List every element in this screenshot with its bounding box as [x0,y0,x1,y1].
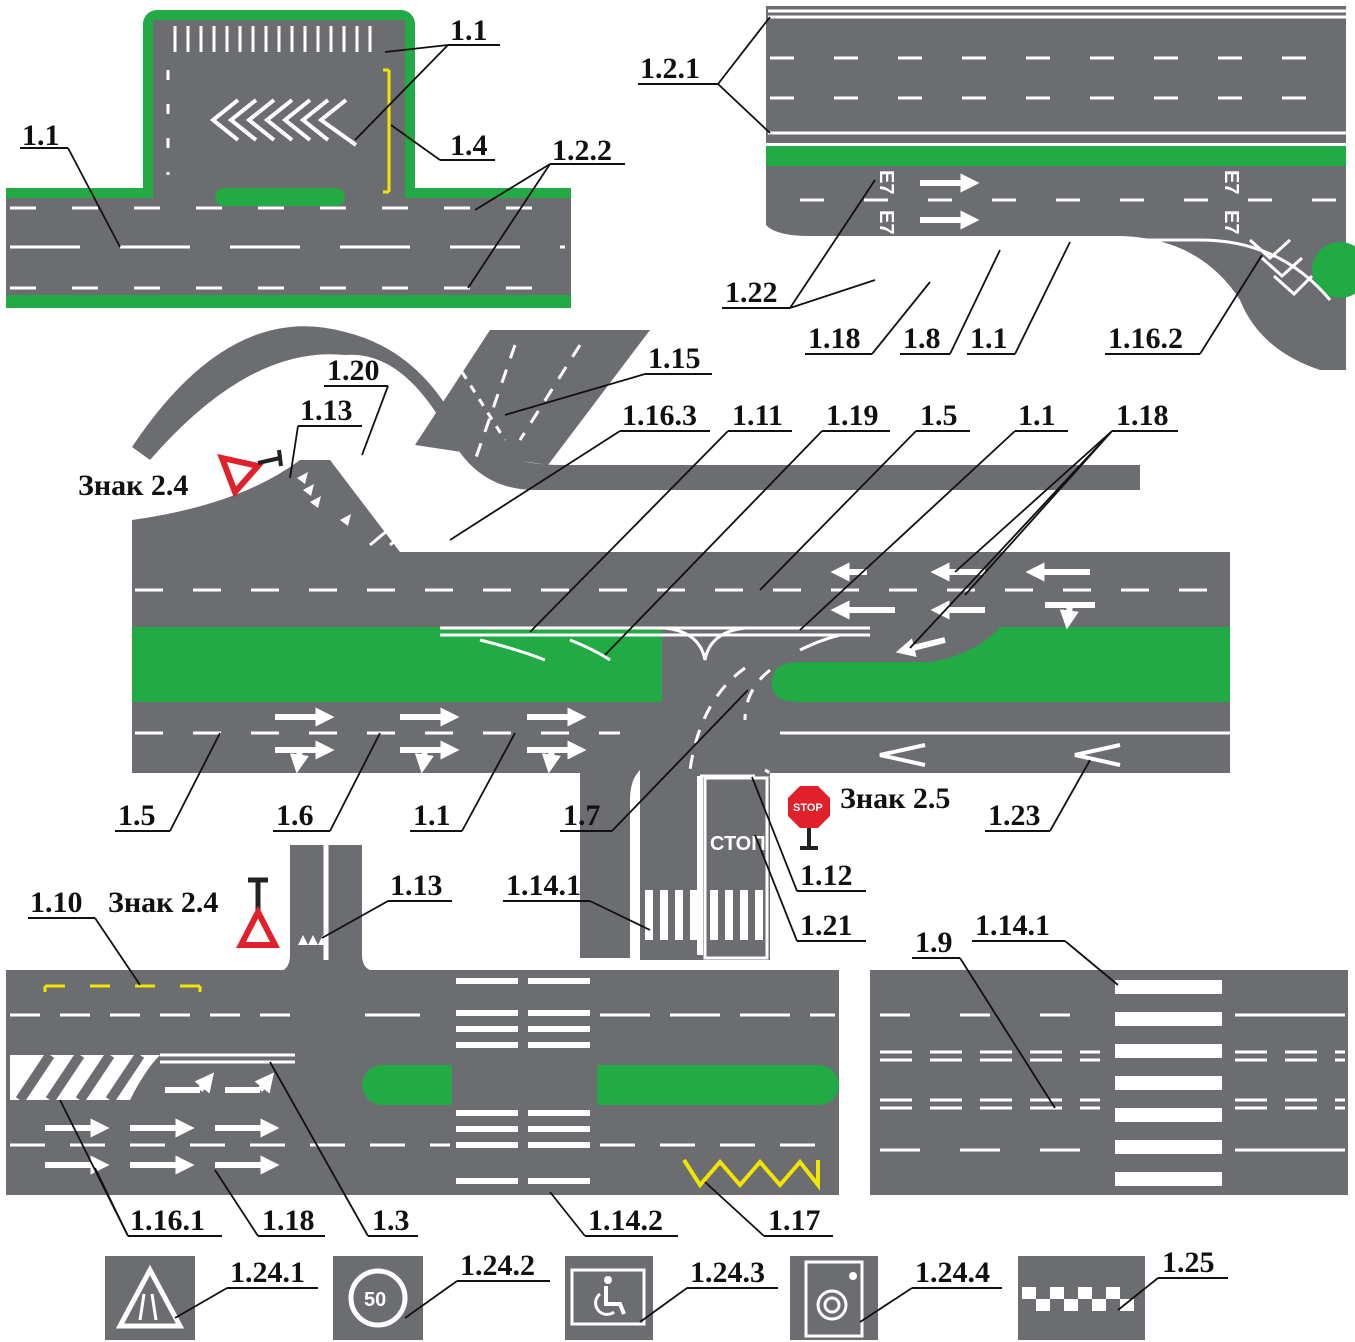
symbol-1-24-4 [790,1256,878,1340]
panel-crosswalk [870,970,1348,1195]
yield-sign-2-4-b [241,880,275,945]
label-1-2-2: 1.2.2 [552,134,612,167]
svg-text:E7: E7 [1220,210,1242,234]
label-1-12: 1.12 [800,859,853,892]
panel-highway: E7 E7 E7 E7 26 26 [766,6,1355,370]
symbol-1-24-1 [105,1256,195,1340]
svg-text:1.16.3: 1.16.3 [622,399,697,432]
label-1-24-2: 1.24.2 [460,1249,535,1282]
label-1-18-c: 1.18 [262,1204,315,1237]
label-1-20: 1.20 [327,354,380,387]
label-1-5-b: 1.5 [118,799,156,832]
label-1-13-a: 1.13 [300,394,353,427]
route-26-text: 26 [874,268,894,288]
label-1-4: 1.4 [450,129,488,162]
label-1-15: 1.15 [648,342,701,375]
label-1-13-b: 1.13 [390,869,443,902]
stop-word-road: СТОП [710,833,766,855]
label-1-16-2: 1.16.2 [1108,322,1183,355]
label-1-14-2: 1.14.2 [588,1204,663,1237]
symbol-1-25 [1018,1256,1145,1340]
label-1-10: 1.10 [30,886,83,919]
label-1-24-4: 1.24.4 [915,1256,990,1289]
label-1-11: 1.11 [732,399,783,432]
label-1-21: 1.21 [800,909,853,942]
label-1-22: 1.22 [725,276,778,309]
stop-sign-2-5: STOP [788,786,830,848]
label-1-17: 1.17 [768,1204,821,1237]
label-1-5-a: 1.5 [920,399,958,432]
label-1-14-1-a: 1.14.1 [506,869,581,902]
sign-2-4-b-caption: Знак 2.4 [108,886,218,919]
symbol-1-24-2: 50 [333,1256,423,1340]
label-1-1-d: 1.1 [1018,399,1056,432]
label-1-2-1: 1.2.1 [640,52,700,85]
label-1-25: 1.25 [1162,1246,1215,1279]
label-1-18-a: 1.18 [808,322,861,355]
label-1-14-1-b: 1.14.1 [975,909,1050,942]
svg-text:E7: E7 [875,210,897,234]
label-1-8: 1.8 [903,322,941,355]
svg-text:E7: E7 [1220,170,1242,194]
label-1-1-e: 1.1 [413,799,451,832]
label-1-1-c: 1.1 [970,322,1008,355]
sign-2-4-a-caption: Знак 2.4 [78,469,188,502]
label-1-16-1: 1.16.1 [130,1204,205,1237]
label-1-24-3: 1.24.3 [690,1256,765,1289]
label-1-1-a: 1.1 [450,14,488,47]
label-1-9: 1.9 [915,926,953,959]
label-1-19: 1.19 [826,399,879,432]
label-1-24-1: 1.24.1 [230,1256,305,1289]
label-1-6: 1.6 [276,799,314,832]
label-1-18-b: 1.18 [1116,399,1169,432]
label-1-23: 1.23 [988,799,1041,832]
label-1-7: 1.7 [563,799,601,832]
svg-text:26: 26 [1131,268,1151,288]
sign-2-5-caption: Знак 2.5 [840,782,950,815]
speed-50-text: 50 [364,1289,386,1311]
symbol-1-24-3 [565,1256,653,1340]
route-e7-text: E7 [875,170,897,194]
stop-sign-text: STOP [793,802,823,814]
label-1-3: 1.3 [372,1204,410,1237]
